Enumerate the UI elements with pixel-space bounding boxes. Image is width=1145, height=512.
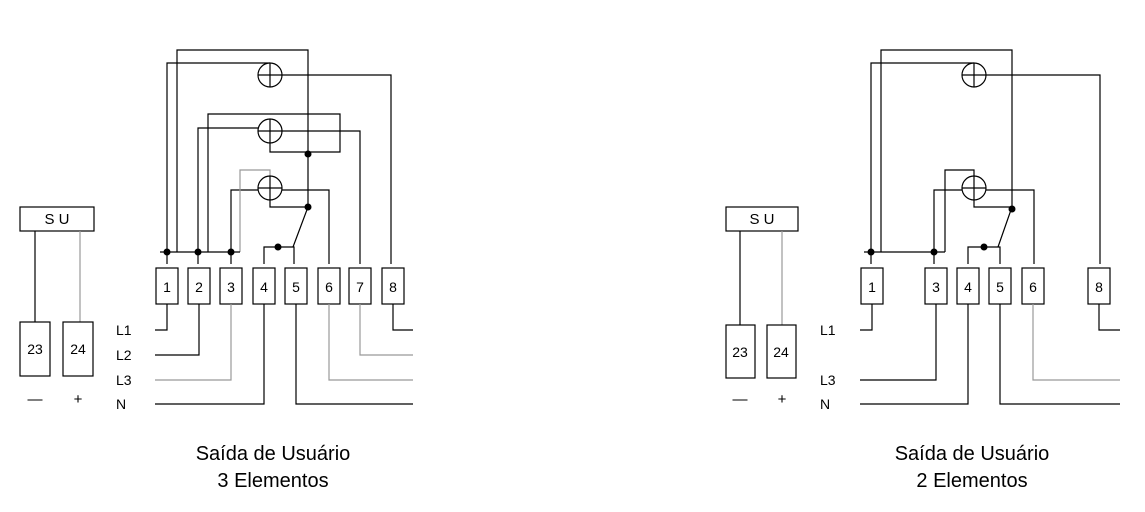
svg-text:6: 6 bbox=[325, 279, 333, 295]
caption-line-1: Saída de Usuário bbox=[196, 443, 351, 465]
svg-text:4: 4 bbox=[260, 279, 268, 295]
wiring-2-elements bbox=[864, 49, 1101, 264]
svg-text:23: 23 bbox=[27, 341, 43, 357]
svg-text:8: 8 bbox=[389, 279, 397, 295]
terminal-23 bbox=[19, 321, 51, 377]
line-label-l3: L3 bbox=[116, 372, 132, 388]
svg-text:8: 8 bbox=[1095, 279, 1103, 295]
svg-text:23: 23 bbox=[732, 344, 748, 360]
svg-text:L1: L1 bbox=[820, 322, 836, 338]
svg-text:N: N bbox=[820, 396, 830, 412]
terminal-24 bbox=[62, 321, 94, 377]
svg-text:24: 24 bbox=[70, 341, 86, 357]
svg-text:L3: L3 bbox=[820, 372, 836, 388]
terminal-block-2-elements: 1 3 4 5 6 8 bbox=[860, 267, 1111, 305]
svg-text:2: 2 bbox=[195, 279, 203, 295]
minus-sign: — bbox=[28, 391, 43, 408]
line-label-n: N bbox=[116, 396, 126, 412]
svg-text:1: 1 bbox=[868, 279, 876, 295]
plus-sign: + bbox=[74, 391, 83, 408]
supply-lines-3-elements: L1 L2 L3 N bbox=[116, 304, 413, 412]
wiring-3-elements bbox=[160, 49, 392, 264]
svg-text:—: — bbox=[733, 391, 748, 408]
svg-text:3: 3 bbox=[932, 279, 940, 295]
svg-text:Saída de Usuário: Saída de Usuário bbox=[895, 443, 1050, 465]
svg-text:7: 7 bbox=[356, 279, 364, 295]
svg-text:3: 3 bbox=[227, 279, 235, 295]
terminal-block-3-elements: 1 2 3 4 5 6 7 8 bbox=[155, 267, 405, 305]
svg-text:6: 6 bbox=[1029, 279, 1037, 295]
supply-lines-2-elements: L1 L3 N bbox=[820, 304, 1120, 412]
svg-text:24: 24 bbox=[773, 344, 789, 360]
line-label-l1: L1 bbox=[116, 322, 132, 338]
svg-text:1: 1 bbox=[163, 279, 171, 295]
su-box-label: S U bbox=[44, 211, 69, 228]
svg-text:+: + bbox=[778, 391, 787, 408]
diagram-2-elements: S U 23 24 — + bbox=[725, 49, 1120, 492]
svg-text:5: 5 bbox=[996, 279, 1004, 295]
svg-text:2 Elementos: 2 Elementos bbox=[916, 470, 1027, 492]
svg-text:4: 4 bbox=[964, 279, 972, 295]
caption-line-2: 3 Elementos bbox=[217, 470, 328, 492]
su-output-module: S U 23 24 — + bbox=[19, 206, 95, 408]
svg-text:S U: S U bbox=[749, 211, 774, 228]
line-label-l2: L2 bbox=[116, 347, 132, 363]
svg-text:5: 5 bbox=[292, 279, 300, 295]
su-output-module-2: S U 23 24 — + bbox=[725, 206, 799, 408]
diagram-3-elements: S U 23 24 — + bbox=[19, 49, 413, 492]
